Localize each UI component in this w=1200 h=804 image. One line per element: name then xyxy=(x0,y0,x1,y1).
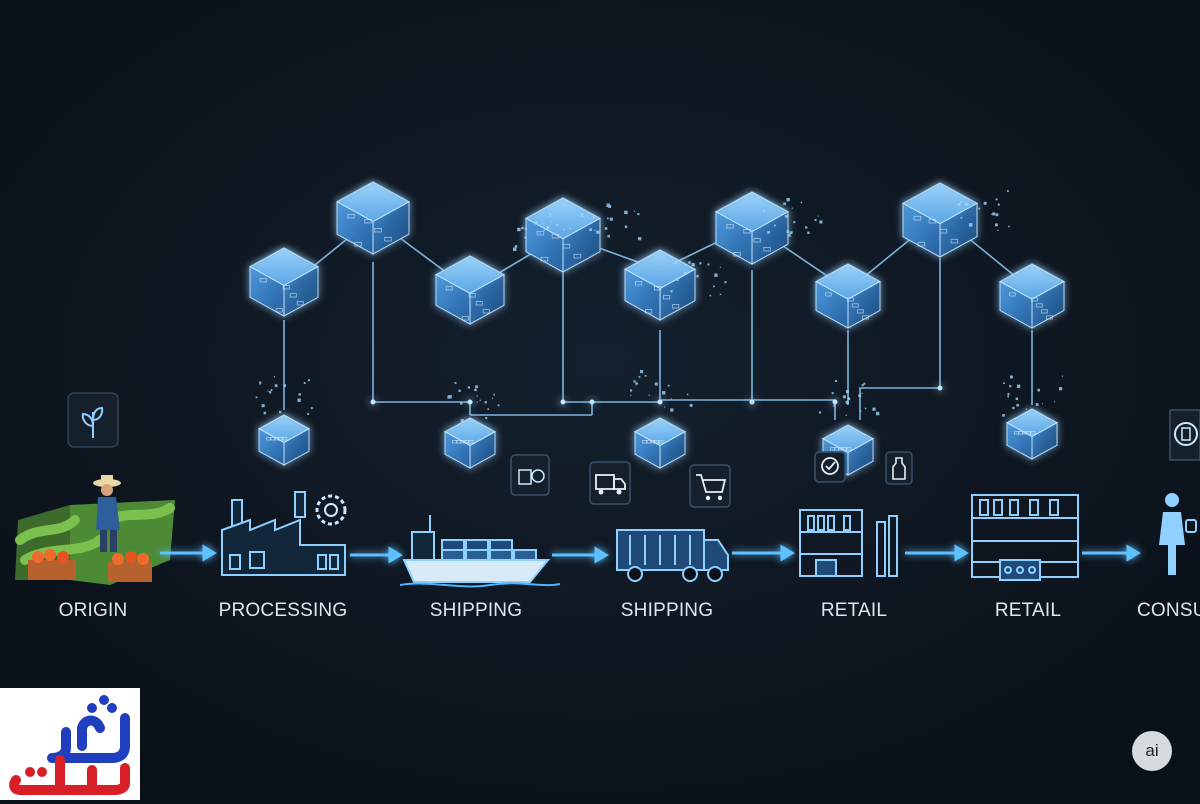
truck-icon xyxy=(589,461,631,505)
gear-icon xyxy=(315,494,347,526)
stage-label-processing: PROCESSING xyxy=(218,600,348,621)
block-cube-4 xyxy=(524,197,602,273)
stage-label-origin: ORIGIN xyxy=(58,600,128,621)
stage-label-shipping-road: SHIPPING xyxy=(620,600,714,621)
stage-label-consumer: CONSU xyxy=(1137,600,1200,621)
node-cube-2 xyxy=(443,417,497,469)
node-cube-3 xyxy=(633,417,687,469)
block-cube-3 xyxy=(434,255,506,325)
node-cube-5 xyxy=(1005,408,1059,460)
stage-label-shipping-sea: SHIPPING xyxy=(429,600,523,621)
flow-arrows xyxy=(160,544,1141,564)
factory-illustration xyxy=(221,491,346,576)
store-shelf-illustration xyxy=(799,509,898,577)
block-cube-7 xyxy=(814,263,882,329)
shield-icon xyxy=(1169,409,1200,461)
farm-field-illustration xyxy=(15,475,175,585)
package-icon xyxy=(510,454,550,496)
badge-check-icon xyxy=(814,451,846,483)
cart-icon xyxy=(689,464,731,508)
stage-label-retail-2: RETAIL xyxy=(994,600,1062,621)
block-cube-1 xyxy=(248,247,320,317)
supermarket-illustration xyxy=(971,494,1079,581)
block-cube-6 xyxy=(714,191,790,265)
leaf-icon xyxy=(67,392,119,448)
consumer-figure xyxy=(1159,493,1197,575)
ai-badge: ai xyxy=(1132,731,1172,771)
nashan-tejarat-logo xyxy=(0,688,140,800)
block-cube-2 xyxy=(335,181,411,255)
stage-label-retail-1: RETAIL xyxy=(820,600,888,621)
block-cube-5 xyxy=(623,249,697,321)
block-cube-9 xyxy=(998,263,1066,329)
block-cube-8 xyxy=(901,182,979,258)
link-nodes xyxy=(370,385,943,405)
data-particles xyxy=(255,190,1063,423)
node-cube-1 xyxy=(257,414,311,466)
cargo-ship-illustration xyxy=(399,515,561,588)
truck-illustration xyxy=(616,529,729,582)
bottle-icon xyxy=(885,451,913,485)
